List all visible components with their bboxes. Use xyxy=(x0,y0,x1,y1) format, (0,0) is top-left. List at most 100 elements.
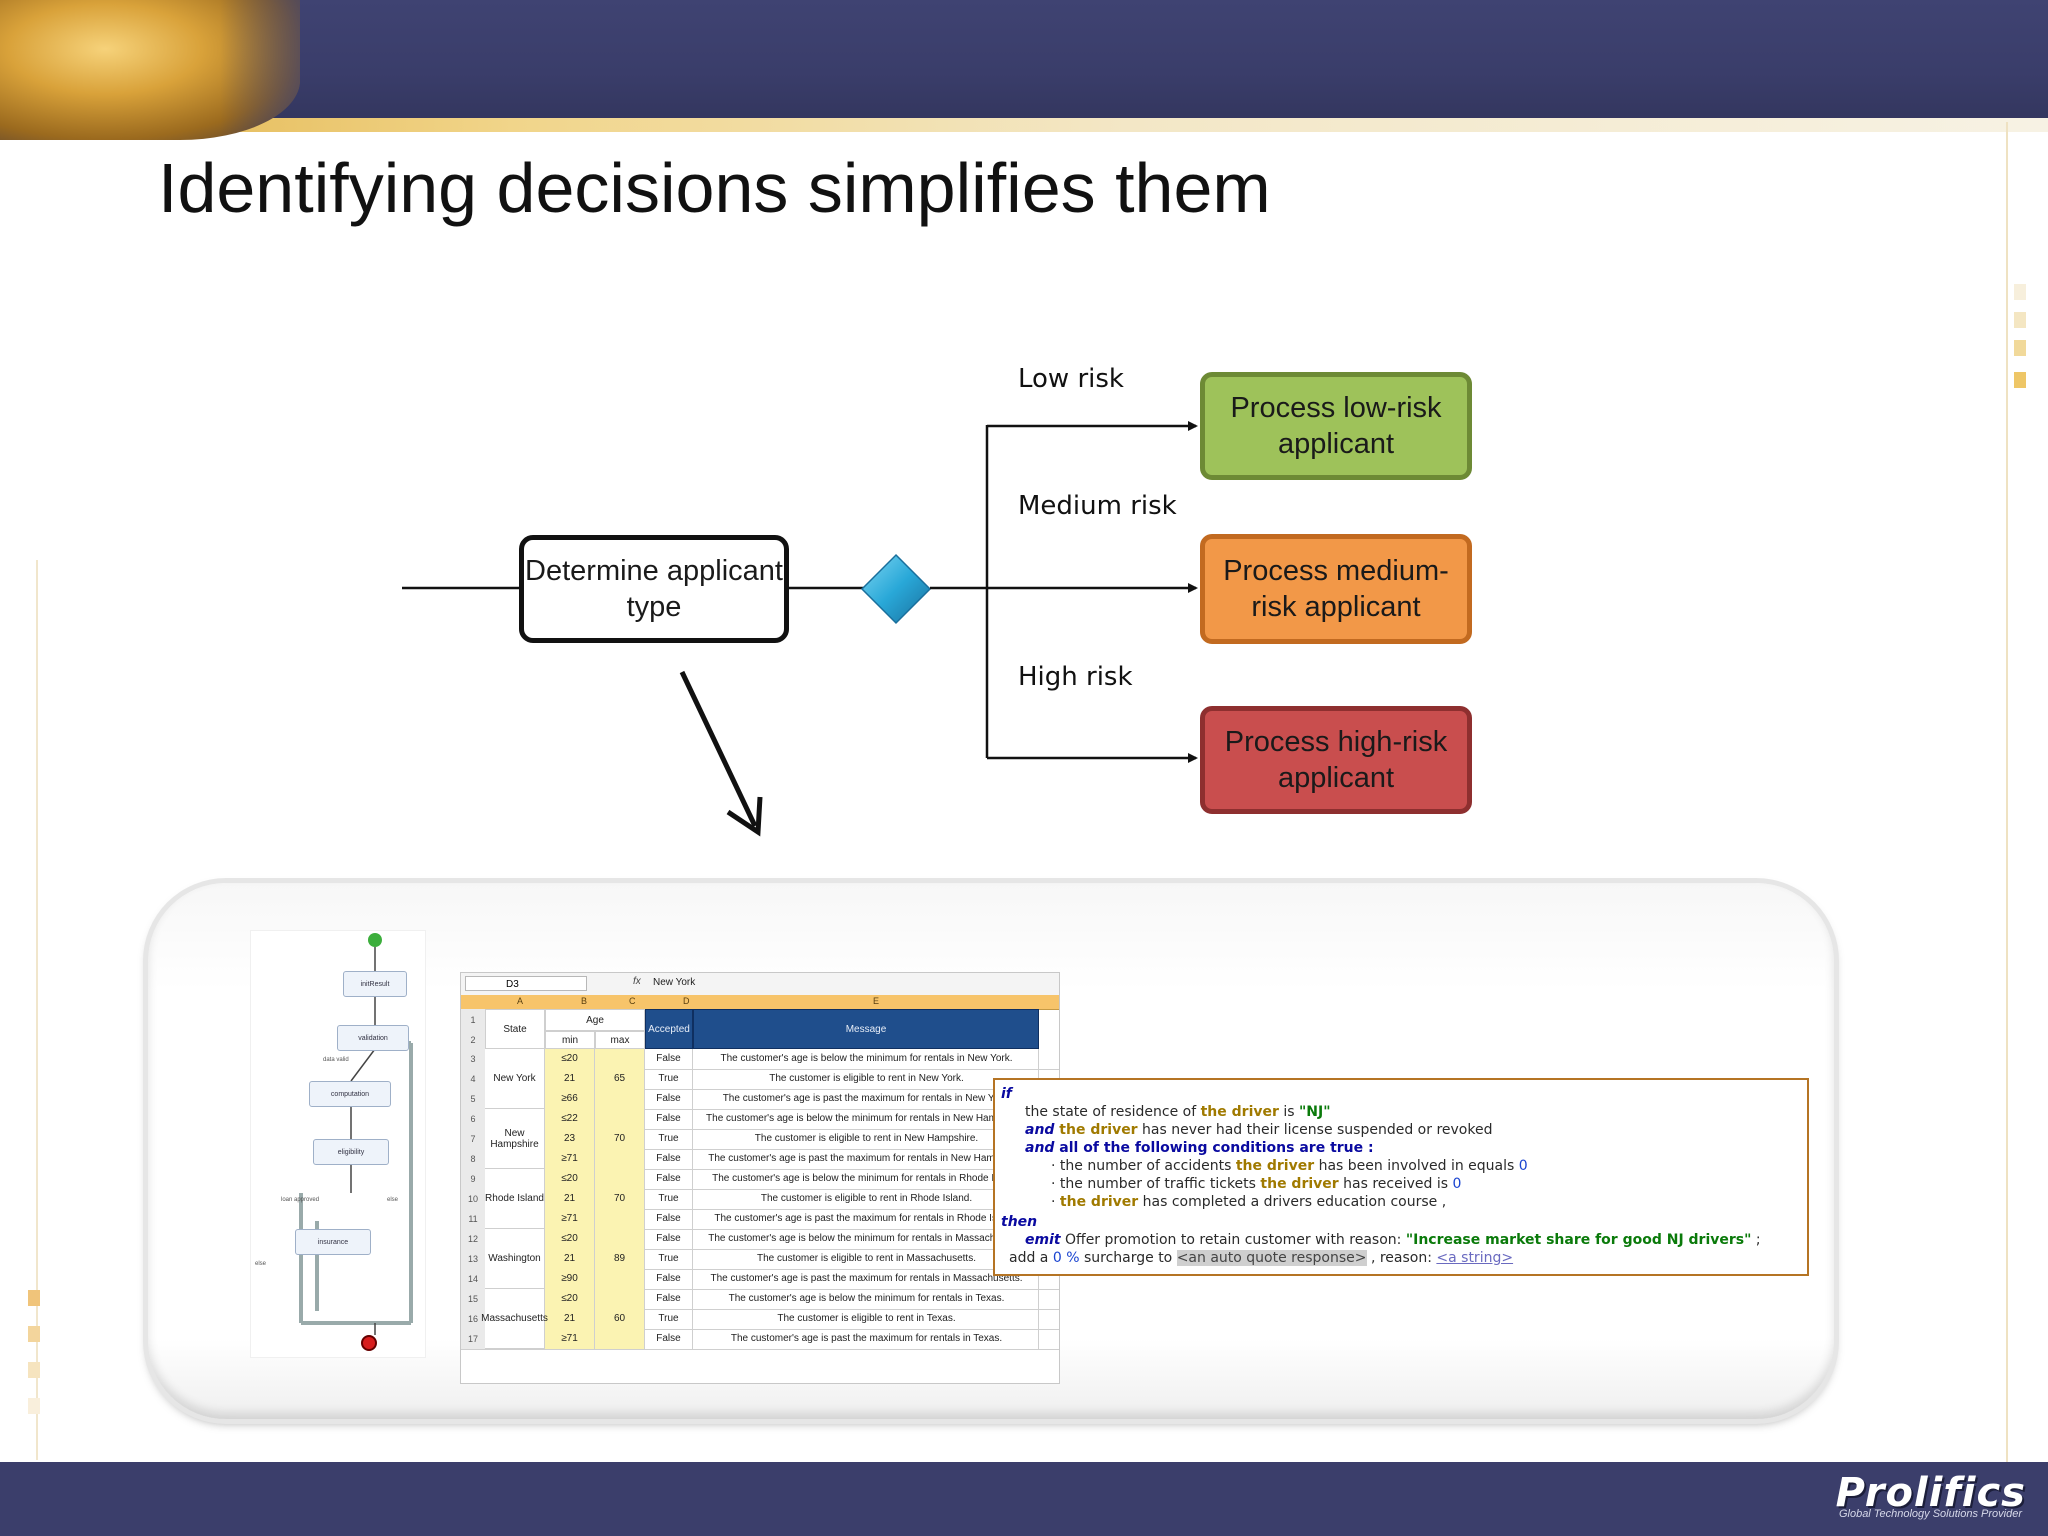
age-cell[interactable]: ≥71 xyxy=(545,1149,595,1169)
decor-square xyxy=(28,1362,40,1378)
accepted-cell[interactable]: False xyxy=(645,1329,693,1349)
age-cell[interactable]: 70 xyxy=(595,1129,645,1149)
business-rule-editor: if the state of residence of the driver … xyxy=(993,1078,1809,1276)
rule-line: · the driver has completed a drivers edu… xyxy=(1051,1194,1447,1210)
age-cell[interactable] xyxy=(595,1269,645,1289)
rule-if-keyword: if xyxy=(1001,1086,1012,1102)
age-cell[interactable]: 65 xyxy=(595,1069,645,1089)
message-cell[interactable]: The customer is eligible to rent in Rhod… xyxy=(693,1189,1039,1209)
accepted-cell[interactable]: True xyxy=(645,1249,693,1269)
age-cell[interactable] xyxy=(595,1209,645,1229)
age-cell[interactable] xyxy=(595,1329,645,1349)
message-cell[interactable]: The customer's age is past the maximum f… xyxy=(693,1149,1039,1169)
accepted-cell[interactable]: False xyxy=(645,1169,693,1189)
age-cell[interactable]: ≤20 xyxy=(545,1229,595,1249)
age-cell[interactable]: 60 xyxy=(595,1309,645,1329)
name-box[interactable]: D3 xyxy=(465,976,587,991)
row-number: 9 xyxy=(461,1169,486,1189)
flow-diagram-lines xyxy=(402,421,1198,837)
accepted-cell[interactable]: False xyxy=(645,1109,693,1129)
age-cell[interactable]: ≤20 xyxy=(545,1169,595,1189)
decor-square xyxy=(2014,312,2026,328)
age-cell[interactable] xyxy=(595,1109,645,1129)
message-cell[interactable]: The customer's age is past the maximum f… xyxy=(693,1089,1039,1109)
age-cell[interactable]: ≥66 xyxy=(545,1089,595,1109)
accepted-cell[interactable]: False xyxy=(645,1089,693,1109)
message-cell[interactable]: The customer's age is past the maximum f… xyxy=(693,1209,1039,1229)
age-cell[interactable] xyxy=(595,1289,645,1309)
determine-applicant-type-task: Determine applicant type xyxy=(519,535,789,643)
message-cell[interactable]: The customer's age is past the maximum f… xyxy=(693,1269,1039,1289)
decor-square xyxy=(28,1290,40,1306)
decor-square xyxy=(28,1326,40,1342)
age-cell[interactable] xyxy=(595,1149,645,1169)
accepted-cell[interactable]: False xyxy=(645,1269,693,1289)
header-bar xyxy=(0,0,2048,132)
row-number: 7 xyxy=(461,1129,486,1149)
accepted-cell[interactable]: False xyxy=(645,1289,693,1309)
message-cell[interactable]: The customer's age is below the minimum … xyxy=(693,1169,1039,1189)
age-cell[interactable]: 21 xyxy=(545,1249,595,1269)
age-cell[interactable]: ≤20 xyxy=(545,1289,595,1309)
fx-icon: fx xyxy=(633,976,641,987)
accepted-cell[interactable]: True xyxy=(645,1069,693,1089)
column-header: B xyxy=(581,996,588,1006)
accepted-cell[interactable]: False xyxy=(645,1209,693,1229)
age-cell[interactable]: ≥71 xyxy=(545,1329,595,1349)
age-cell[interactable]: ≥71 xyxy=(545,1209,595,1229)
bpmn-process-thumbnail: initResult validation computation eligib… xyxy=(250,930,426,1358)
age-cell[interactable]: 89 xyxy=(595,1249,645,1269)
age-cell[interactable]: 21 xyxy=(545,1069,595,1089)
slide-title: Identifying decisions simplifies them xyxy=(158,149,1271,227)
row-number: 2 xyxy=(461,1031,486,1049)
low-risk-label: Low risk xyxy=(1018,364,1124,394)
message-cell[interactable]: The customer is eligible to rent in New … xyxy=(693,1069,1039,1089)
message-cell[interactable]: The customer is eligible to rent in Mass… xyxy=(693,1249,1039,1269)
medium-risk-task: Process medium-risk applicant xyxy=(1200,534,1472,644)
accepted-cell[interactable]: True xyxy=(645,1189,693,1209)
formula-bar: D3 fx New York xyxy=(461,973,1059,996)
bpmn-task: insurance xyxy=(295,1229,371,1255)
accepted-cell[interactable]: True xyxy=(645,1129,693,1149)
message-cell[interactable]: The customer is eligible to rent in Texa… xyxy=(693,1309,1039,1329)
decor-square xyxy=(2014,284,2026,300)
accepted-cell[interactable]: False xyxy=(645,1049,693,1069)
age-cell[interactable]: ≤20 xyxy=(545,1049,595,1069)
age-cell[interactable] xyxy=(595,1089,645,1109)
message-cell[interactable]: The customer's age is below the minimum … xyxy=(693,1229,1039,1249)
age-cell[interactable] xyxy=(595,1049,645,1069)
age-cell[interactable]: ≤22 xyxy=(545,1109,595,1129)
accepted-cell[interactable]: False xyxy=(645,1149,693,1169)
age-cell[interactable]: ≥90 xyxy=(545,1269,595,1289)
message-cell[interactable]: The customer's age is past the maximum f… xyxy=(693,1329,1039,1349)
rule-line: · the number of traffic tickets the driv… xyxy=(1051,1176,1462,1192)
age-cell[interactable] xyxy=(595,1169,645,1189)
message-cell[interactable]: The customer's age is below the minimum … xyxy=(693,1289,1039,1309)
bpmn-label: data valid xyxy=(323,1057,349,1063)
message-cell[interactable]: The customer's age is below the minimum … xyxy=(693,1109,1039,1129)
age-cell[interactable]: 23 xyxy=(545,1129,595,1149)
age-cell[interactable]: 21 xyxy=(545,1189,595,1209)
bpmn-start-event xyxy=(368,933,382,947)
prolifics-logo: Prolifics xyxy=(1835,1470,2026,1516)
row-number: 5 xyxy=(461,1089,486,1109)
header-message: Message xyxy=(693,1009,1039,1049)
formula-value[interactable]: New York xyxy=(653,977,696,988)
decision-gateway xyxy=(860,553,932,625)
rule-line: the state of residence of the driver is … xyxy=(1025,1104,1331,1120)
state-cell: Washington xyxy=(485,1229,545,1289)
age-cell[interactable] xyxy=(595,1229,645,1249)
accepted-cell[interactable]: True xyxy=(645,1309,693,1329)
accepted-cell[interactable]: False xyxy=(645,1229,693,1249)
decision-table-spreadsheet: D3 fx New York A B C D E 1 2 State Age m… xyxy=(460,972,1060,1384)
row-number: 14 xyxy=(461,1269,486,1289)
rule-line: · the number of accidents the driver has… xyxy=(1051,1158,1528,1174)
message-cell[interactable]: The customer is eligible to rent in New … xyxy=(693,1129,1039,1149)
age-cell[interactable]: 70 xyxy=(595,1189,645,1209)
message-cell[interactable]: The customer's age is below the minimum … xyxy=(693,1049,1039,1069)
age-cell[interactable]: 21 xyxy=(545,1309,595,1329)
